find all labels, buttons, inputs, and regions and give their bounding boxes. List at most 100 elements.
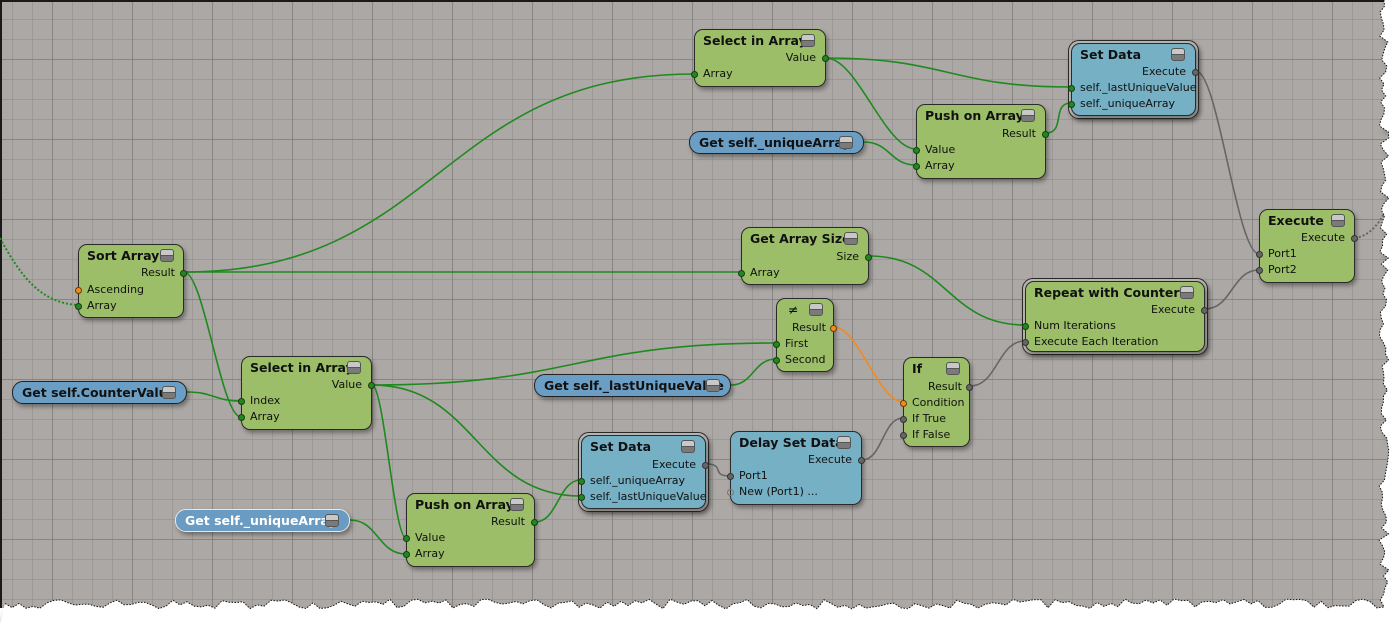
node-execute[interactable]: Execute Execute Port1 Port2 bbox=[1256, 209, 1358, 283]
socket-value-out[interactable] bbox=[368, 382, 375, 389]
node-menu-icon[interactable] bbox=[844, 232, 858, 245]
node-title: Get self._lastUniqueValue bbox=[544, 378, 724, 393]
node-menu-icon[interactable] bbox=[946, 362, 960, 375]
socket-index-in[interactable] bbox=[238, 398, 245, 405]
port-execute-out: Execute bbox=[1151, 303, 1195, 316]
node-menu-icon[interactable] bbox=[160, 249, 174, 262]
node-menu-icon[interactable] bbox=[162, 386, 176, 399]
port-value-out: Value bbox=[785, 51, 816, 64]
node-menu-icon[interactable] bbox=[325, 514, 339, 527]
node-get-last-unique-value[interactable]: Get self._lastUniqueValue bbox=[534, 374, 731, 397]
port-num-iterations-in: Num Iterations bbox=[1034, 319, 1116, 332]
node-menu-icon[interactable] bbox=[809, 303, 823, 316]
node-menu-icon[interactable] bbox=[1180, 286, 1194, 299]
node-push-on-array-top[interactable]: Push on Array Result Value Array bbox=[913, 104, 1049, 179]
wire-offscreen-to-sort[interactable] bbox=[0, 237, 79, 306]
wire-delay-to-if[interactable] bbox=[861, 417, 904, 461]
node-select-in-array-top[interactable]: Select in Array Value Array bbox=[691, 29, 829, 87]
socket-execute-each-iteration-in[interactable] bbox=[1022, 339, 1029, 346]
socket-if-false-in[interactable] bbox=[900, 432, 907, 439]
node-menu-icon[interactable] bbox=[1171, 48, 1185, 61]
socket-ascending-in[interactable] bbox=[75, 287, 82, 294]
socket-port1-in[interactable] bbox=[727, 473, 734, 480]
node-menu-icon[interactable] bbox=[1331, 214, 1345, 227]
node-set-data-lower[interactable]: Set Data Execute self._uniqueArray self.… bbox=[578, 435, 709, 509]
node-get-unique-array-lower[interactable]: Get self._uniqueArray bbox=[175, 509, 350, 532]
port-result-out: Result bbox=[1002, 127, 1036, 140]
socket-port2-in[interactable] bbox=[1256, 267, 1263, 274]
node-sort-array[interactable]: Sort Array Result Ascending Array bbox=[75, 244, 187, 318]
node-title: ≠ bbox=[788, 302, 799, 317]
wire-getuniquelow-to-pushlow[interactable] bbox=[349, 519, 407, 555]
socket-array-in[interactable] bbox=[738, 270, 745, 277]
socket-value-in[interactable] bbox=[403, 535, 410, 542]
socket-execute-out[interactable] bbox=[858, 457, 865, 464]
socket-last-unique-value-in[interactable] bbox=[1068, 85, 1075, 92]
socket-if-true-in[interactable] bbox=[900, 416, 907, 423]
node-push-on-array-lower[interactable]: Push on Array Result Value Array bbox=[403, 493, 538, 567]
wire-selectlow-to-pushlow[interactable] bbox=[371, 384, 407, 539]
wire-counter-to-select[interactable] bbox=[186, 391, 242, 402]
node-menu-icon[interactable] bbox=[706, 379, 720, 392]
port-new-port1-in: New (Port1) ... bbox=[739, 485, 818, 498]
node-menu-icon[interactable] bbox=[681, 440, 695, 453]
wire-getlast-to-neq[interactable] bbox=[730, 358, 777, 386]
socket-second-in[interactable] bbox=[773, 357, 780, 364]
socket-result-out[interactable] bbox=[180, 270, 187, 277]
node-repeat-with-counter[interactable]: Repeat with Counter Execute Num Iteratio… bbox=[1022, 281, 1208, 352]
socket-unique-array-in[interactable] bbox=[578, 478, 585, 485]
socket-value-out[interactable] bbox=[822, 55, 829, 62]
socket-port1-in[interactable] bbox=[1256, 251, 1263, 258]
socket-value-in[interactable] bbox=[913, 147, 920, 154]
node-set-data-top[interactable]: Set Data Execute self._lastUniqueValue s… bbox=[1068, 43, 1199, 116]
socket-execute-out[interactable] bbox=[1351, 235, 1358, 242]
wire-size-to-repeat[interactable] bbox=[868, 255, 1026, 326]
node-menu-icon[interactable] bbox=[510, 498, 524, 511]
socket-first-in[interactable] bbox=[773, 341, 780, 348]
node-if[interactable]: If Result Condition If True If False bbox=[900, 357, 973, 447]
wire-execute-offscreen[interactable] bbox=[1354, 199, 1391, 239]
socket-array-in[interactable] bbox=[691, 71, 698, 78]
socket-result-out[interactable] bbox=[1042, 131, 1049, 138]
node-title: Set Data bbox=[1080, 47, 1142, 62]
socket-condition-in[interactable] bbox=[900, 400, 907, 407]
socket-last-unique-value-in[interactable] bbox=[578, 494, 585, 501]
socket-array-in[interactable] bbox=[238, 414, 245, 421]
wire-getunique-to-push[interactable] bbox=[863, 141, 917, 166]
socket-array-in[interactable] bbox=[403, 551, 410, 558]
node-menu-icon[interactable] bbox=[1021, 109, 1035, 122]
port-execute-out: Execute bbox=[808, 453, 852, 466]
node-delay-set-data[interactable]: Delay Set Data Execute Port1 New (Port1)… bbox=[727, 431, 865, 505]
node-menu-icon[interactable] bbox=[837, 436, 851, 449]
node-not-equal[interactable]: ≠ Result First Second bbox=[773, 298, 837, 372]
wire-if-to-repeat[interactable] bbox=[969, 340, 1026, 387]
socket-result-out[interactable] bbox=[966, 384, 973, 391]
socket-execute-out[interactable] bbox=[1201, 307, 1208, 314]
wire-selecttop-to-setdata[interactable] bbox=[825, 57, 1072, 88]
node-title: Set Data bbox=[590, 439, 652, 454]
socket-execute-out[interactable] bbox=[1192, 69, 1199, 76]
socket-new-port1-in[interactable] bbox=[727, 489, 734, 496]
socket-num-iterations-in[interactable] bbox=[1022, 323, 1029, 330]
node-menu-icon[interactable] bbox=[839, 136, 853, 149]
wire-setdata-to-exec[interactable] bbox=[1195, 70, 1260, 255]
node-get-array-size[interactable]: Get Array Size Size Array bbox=[738, 227, 872, 285]
socket-array-in[interactable] bbox=[75, 303, 82, 310]
node-get-counter-value[interactable]: Get self.CounterValue bbox=[12, 381, 187, 404]
socket-unique-array-in[interactable] bbox=[1068, 101, 1075, 108]
socket-size-out[interactable] bbox=[865, 254, 872, 261]
port-last-unique-value-in: self._lastUniqueValue bbox=[590, 490, 707, 503]
node-select-in-array-lower[interactable]: Select in Array Value Index Array bbox=[238, 356, 375, 430]
wire-sort-to-select-top[interactable] bbox=[183, 73, 695, 273]
wire-selectlow-to-setdatalow[interactable] bbox=[371, 384, 582, 497]
socket-execute-out[interactable] bbox=[702, 462, 709, 469]
wire-repeat-to-exec[interactable] bbox=[1204, 269, 1260, 310]
socket-array-in[interactable] bbox=[913, 163, 920, 170]
socket-result-out[interactable] bbox=[830, 325, 837, 332]
node-menu-icon[interactable] bbox=[801, 34, 815, 47]
wire-pushlow-to-setdatalow[interactable] bbox=[534, 479, 582, 523]
node-get-unique-array-top[interactable]: Get self._uniqueArray bbox=[689, 131, 864, 154]
socket-result-out[interactable] bbox=[531, 519, 538, 526]
node-menu-icon[interactable] bbox=[347, 361, 361, 374]
wire-neq-to-if[interactable] bbox=[833, 326, 904, 403]
